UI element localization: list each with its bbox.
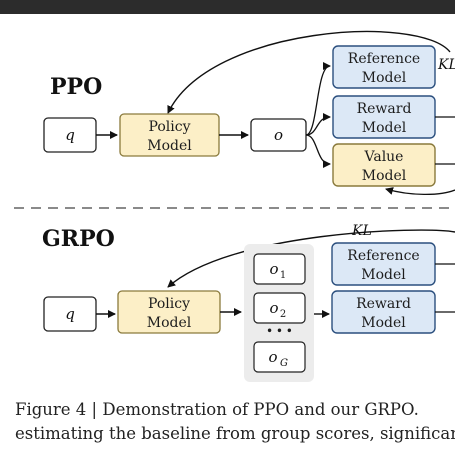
ppo-grpo-diagram: PPO q Policy Model o Reference Model KL … [14, 30, 455, 382]
ppo-title: PPO [50, 74, 102, 100]
ppo-q-label: q [65, 126, 75, 144]
grpo-feedback-arrow [167, 229, 455, 288]
ppo-value-line1: Value [364, 149, 404, 165]
grpo-output-o2-sub: 2 [280, 309, 286, 320]
grpo-output-o2-label: o [269, 299, 278, 317]
grpo-output-oG-sub: G [280, 358, 288, 369]
grpo-reward-line2: Model [361, 315, 406, 331]
ppo-reference-model-box [332, 45, 436, 89]
ppo-reference-line2: Model [362, 70, 407, 86]
grpo-output-o1-box [253, 253, 306, 285]
grpo-reward-line1: Reward [356, 296, 411, 312]
grpo-policy-line2: Model [147, 315, 192, 331]
ppo-policy-line2: Model [147, 138, 192, 154]
ppo-value-model-box [332, 143, 436, 187]
grpo-kl-label: KL [351, 223, 372, 239]
ppo-value-line2: Model [362, 168, 407, 184]
ppo-o-to-reference-arrow [305, 62, 331, 136]
grpo-outputs-ellipsis: • • • [266, 326, 292, 337]
grpo-reference-line1: Reference [347, 248, 419, 264]
top-bar [0, 0, 455, 14]
ppo-o-to-reward-arrow [305, 113, 331, 136]
grpo-output-oG-box [253, 341, 306, 373]
grpo-q-label: q [65, 305, 75, 323]
ppo-o-to-value-arrow [305, 134, 331, 168]
grpo-output-o1-label: o [269, 260, 278, 278]
figure-caption: Figure 4 | Demonstration of PPO and our … [15, 398, 455, 446]
caption-line-2: estimating the baseline from group score… [15, 424, 455, 443]
ppo-o-label: o [274, 126, 283, 144]
ppo-value-feedback-arrow [385, 187, 455, 196]
grpo-output-o1-sub: 1 [280, 270, 286, 281]
grpo-reference-line2: Model [361, 267, 406, 283]
ppo-policy-line1: Policy [149, 119, 191, 135]
grpo-output-oG-label: o [268, 348, 277, 366]
ppo-reward-line1: Reward [357, 101, 412, 117]
ppo-reference-line1: Reference [348, 51, 420, 67]
ppo-kl-label: KL [437, 57, 455, 73]
caption-line-1: Figure 4 | Demonstration of PPO and our … [15, 400, 419, 419]
grpo-title: GRPO [42, 226, 115, 252]
ppo-feedback-arrow [167, 30, 451, 114]
grpo-output-o2-box [253, 292, 306, 324]
grpo-policy-line1: Policy [148, 296, 190, 312]
ppo-reward-line2: Model [362, 120, 407, 136]
